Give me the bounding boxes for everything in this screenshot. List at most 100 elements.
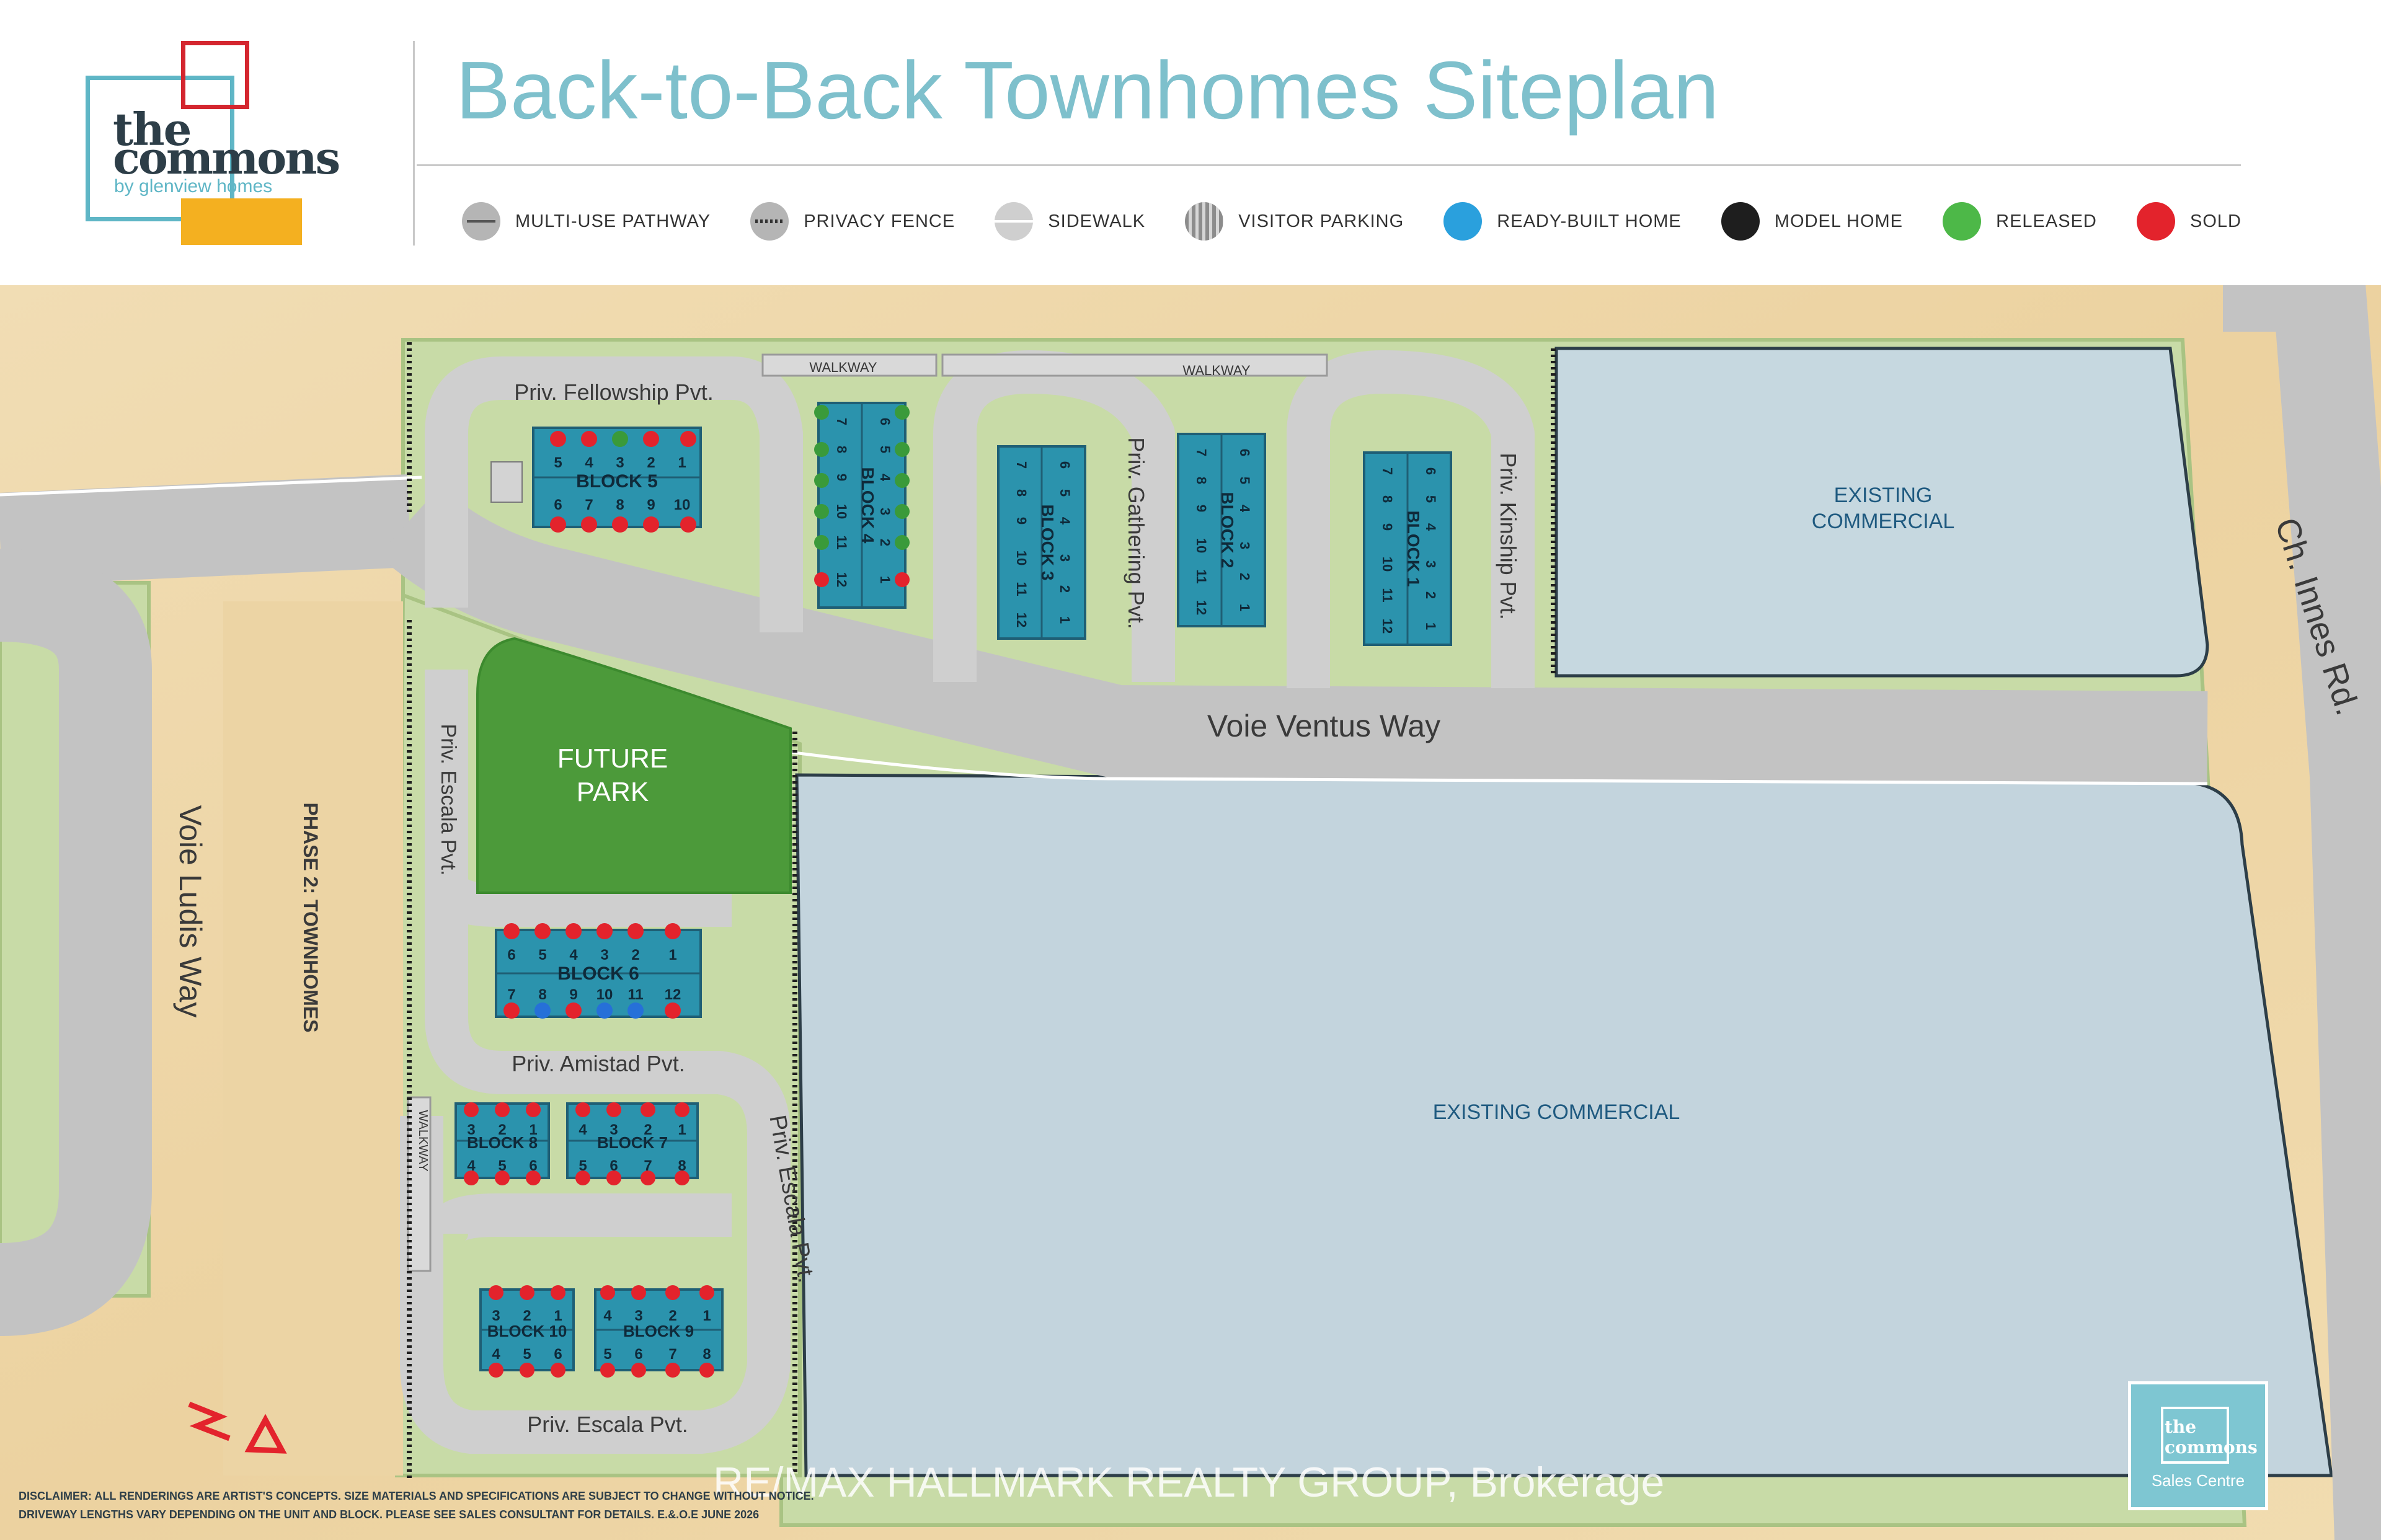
block-7[interactable]	[566, 1102, 699, 1179]
unit-number: 6	[1237, 449, 1253, 456]
legend-label: SIDEWALK	[1048, 211, 1146, 231]
unit-number: 12	[1380, 619, 1395, 634]
unit-number: 4	[1423, 523, 1439, 531]
unit-number: 3	[600, 947, 608, 963]
phase-2-label: PHASE 2: TOWNHOMES	[299, 803, 322, 1033]
unit-number: 6	[610, 1157, 618, 1174]
block-5[interactable]	[532, 427, 702, 528]
block-7-label: BLOCK 7	[597, 1133, 668, 1152]
unit-number: 2	[877, 539, 893, 546]
unit-numbers: 5 4 3 2 1 6 7 8 9 10 6 5 4 3 2 1 7 8 9 1…	[467, 454, 711, 1363]
brokerage-watermark: RE/MAX HALLMARK REALTY GROUP, Brokerage	[713, 1459, 1665, 1506]
unit-number: 2	[668, 1308, 676, 1324]
existing-commercial-north-label-2: COMMERCIAL	[1812, 510, 1954, 533]
block-2-label: BLOCK 2	[1218, 492, 1237, 569]
commercial-labels: EXISTING COMMERCIAL EXISTING COMMERCIAL	[1433, 484, 1955, 1124]
unit-number: 12	[1014, 613, 1029, 627]
block-8[interactable]	[454, 1102, 550, 1179]
legend-label: SOLD	[2189, 211, 2241, 231]
walkway-label-west: WALKWAY	[416, 1110, 430, 1171]
unit-number: 6	[1423, 467, 1439, 475]
unit-number: 3	[467, 1122, 475, 1138]
unit-number: 8	[1194, 477, 1209, 484]
ludis-way-label: Voie Ludis Way	[173, 805, 208, 1018]
multi-use-pathway-icon	[462, 202, 500, 241]
unit-number: 5	[1237, 477, 1253, 484]
unit-number: 4	[467, 1157, 476, 1174]
legend-label: MODEL HOME	[1774, 211, 1903, 231]
block-3-label: BLOCK 3	[1038, 505, 1057, 581]
north-arrow-icon	[188, 1401, 287, 1454]
block-10[interactable]	[479, 1288, 575, 1371]
block-2[interactable]	[1177, 433, 1266, 627]
sold-icon	[2136, 202, 2175, 241]
block-1[interactable]	[1363, 451, 1452, 646]
legend-label: VISITOR PARKING	[1238, 211, 1404, 231]
unit-number: 8	[703, 1346, 711, 1363]
unit-number: 1	[678, 454, 686, 471]
the-commons-logo[interactable]: the commons by glenview homes	[81, 37, 366, 248]
kinship-pvt-label: Priv. Kinship Pvt.	[1496, 453, 1521, 619]
unit-number: 11	[1380, 588, 1395, 602]
unit-numbers-vertical: 6 5 4 3 2 1 7 8 9 10 11 12 6 5 4 3 2 1 7…	[834, 418, 1439, 634]
logo-yellow-bar	[181, 198, 302, 245]
unit-number: 4	[569, 947, 578, 963]
privacy-fences	[407, 342, 1556, 1482]
unit-number: 8	[616, 497, 624, 513]
unit-number: 1	[1237, 604, 1253, 611]
header-vertical-divider	[413, 41, 415, 246]
legend: MULTI-USE PATHWAY PRIVACY FENCE SIDEWALK…	[462, 201, 2241, 241]
disclaimer: DISCLAIMER: ALL RENDERINGS ARE ARTIST'S …	[19, 1487, 814, 1524]
unit-number: 12	[1194, 600, 1209, 615]
unit-number: 10	[1014, 551, 1029, 565]
unit-number: 5	[1057, 489, 1073, 497]
unit-number: 3	[634, 1308, 642, 1324]
visitor-parking-icon	[1185, 202, 1224, 241]
unit-number: 7	[585, 497, 593, 513]
unit-number: 3	[1057, 554, 1073, 562]
unit-number: 9	[834, 474, 849, 481]
future-park-labels: FUTURE PARK	[557, 743, 668, 807]
unit-number: 6	[554, 1346, 562, 1363]
unit-number: 5	[538, 947, 546, 963]
unit-number: 7	[834, 418, 849, 425]
unit-number: 9	[1380, 523, 1395, 531]
future-park-label-1: FUTURE	[557, 743, 668, 774]
unit-number: 3	[1237, 542, 1253, 549]
unit-number: 4	[1237, 505, 1253, 513]
unit-number: 8	[1380, 495, 1395, 503]
walkway-label-north-west: WALKWAY	[809, 360, 877, 375]
unit-number: 5	[498, 1157, 506, 1174]
walkway-north-west	[761, 353, 938, 377]
unit-number: 1	[877, 576, 893, 583]
unit-number: 5	[877, 446, 893, 453]
unit-number: 5	[554, 454, 562, 471]
unit-number: 6	[507, 947, 515, 963]
unit-number: 2	[631, 947, 639, 963]
unit-number: 4	[585, 454, 593, 471]
block-9[interactable]	[594, 1288, 724, 1371]
unit-number: 2	[1057, 585, 1073, 593]
roads	[0, 285, 2381, 1540]
unit-number: 4	[1057, 517, 1073, 525]
released-markers	[612, 405, 910, 550]
unit-number: 10	[1194, 538, 1209, 553]
logo-byline: by glenview homes	[114, 176, 273, 197]
fellowship-pvt-label: Priv. Fellowship Pvt.	[514, 379, 713, 405]
sales-centre-logo-icon	[2161, 1407, 2229, 1464]
block-6[interactable]	[495, 929, 702, 1018]
unit-number: 2	[647, 454, 655, 471]
header: the commons by glenview homes Back-to-Ba…	[0, 0, 2381, 285]
site-map[interactable]: BLOCK 5 BLOCK 4 BLOCK 3 BLOCK 2 BLOCK 1 …	[0, 285, 2381, 1540]
unit-number: 4	[579, 1122, 587, 1138]
unit-number: 10	[596, 986, 613, 1003]
unit-number: 5	[603, 1346, 611, 1363]
legend-item-released: RELEASED	[1943, 202, 2097, 241]
block-3[interactable]	[997, 445, 1086, 640]
ventus-way-label: Voie Ventus Way	[1207, 709, 1440, 743]
sales-centre-marker[interactable]: the commons Sales Centre	[2128, 1381, 2268, 1510]
road-curbs	[0, 476, 2208, 785]
unit-number: 9	[647, 497, 655, 513]
escala-pvt-west-label: Priv. Escala Pvt.	[437, 724, 460, 876]
logo-red-square	[181, 41, 249, 109]
